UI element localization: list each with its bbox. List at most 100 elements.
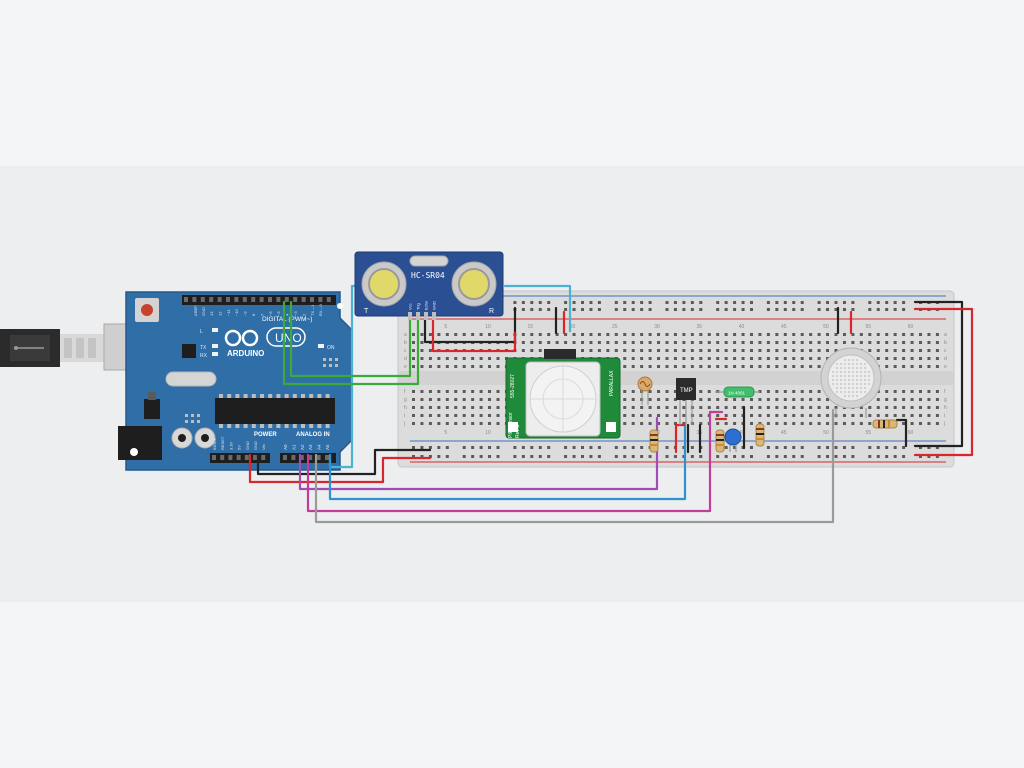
breadboard-hole[interactable] xyxy=(597,333,601,336)
breadboard-hole[interactable] xyxy=(471,422,475,425)
breadboard-hole[interactable] xyxy=(919,398,922,401)
breadboard-hole[interactable] xyxy=(800,446,804,449)
breadboard-hole[interactable] xyxy=(775,390,779,393)
breadboard-hole[interactable] xyxy=(555,341,559,344)
breadboard-hole[interactable] xyxy=(817,341,821,344)
breadboard-hole[interactable] xyxy=(927,446,931,449)
breadboard-hole[interactable] xyxy=(690,333,694,336)
breadboard-hole[interactable] xyxy=(648,365,652,368)
breadboard-hole[interactable] xyxy=(775,414,779,417)
breadboard-hole[interactable] xyxy=(471,333,475,336)
breadboard-hole[interactable] xyxy=(826,301,830,304)
breadboard-hole[interactable] xyxy=(614,341,618,344)
breadboard-hole[interactable] xyxy=(766,365,770,368)
breadboard-hole[interactable] xyxy=(581,308,584,311)
breadboard-hole[interactable] xyxy=(589,446,593,449)
breadboard-hole[interactable] xyxy=(420,455,424,458)
breadboard-hole[interactable] xyxy=(800,301,804,304)
breadboard-hole[interactable] xyxy=(792,301,796,304)
breadboard-hole[interactable] xyxy=(935,414,939,417)
breadboard-hole[interactable] xyxy=(521,308,525,311)
breadboard-hole[interactable] xyxy=(902,349,906,352)
breadboard-hole[interactable] xyxy=(885,341,889,344)
breadboard-hole[interactable] xyxy=(420,349,424,352)
breadboard-hole[interactable] xyxy=(919,455,922,458)
blue-led[interactable] xyxy=(724,428,742,452)
breadboard-hole[interactable] xyxy=(597,308,601,311)
breadboard-hole[interactable] xyxy=(462,365,466,368)
breadboard-hole[interactable] xyxy=(750,301,753,304)
breadboard-hole[interactable] xyxy=(783,365,787,368)
breadboard-hole[interactable] xyxy=(614,349,618,352)
breadboard-hole[interactable] xyxy=(623,341,627,344)
breadboard-hole[interactable] xyxy=(935,422,939,425)
breadboard-hole[interactable] xyxy=(851,414,855,417)
breadboard-hole[interactable] xyxy=(766,357,770,360)
breadboard-hole[interactable] xyxy=(665,308,669,311)
breadboard-hole[interactable] xyxy=(665,446,669,449)
breadboard-hole[interactable] xyxy=(640,406,644,409)
breadboard-hole[interactable] xyxy=(690,308,694,311)
breadboard-hole[interactable] xyxy=(648,422,652,425)
breadboard-hole[interactable] xyxy=(766,446,770,449)
breadboard-hole[interactable] xyxy=(783,390,787,393)
wire-cyan-sensor[interactable] xyxy=(503,284,572,333)
breadboard-hole[interactable] xyxy=(817,414,821,417)
breadboard-hole[interactable] xyxy=(699,422,703,425)
breadboard-hole[interactable] xyxy=(589,455,593,458)
breadboard-hole[interactable] xyxy=(648,398,652,401)
breadboard-hole[interactable] xyxy=(834,341,838,344)
breadboard-hole[interactable] xyxy=(454,390,458,393)
wire-black-gnd[interactable] xyxy=(256,448,432,476)
breadboard-hole[interactable] xyxy=(673,333,677,336)
breadboard-hole[interactable] xyxy=(665,398,669,401)
breadboard-hole[interactable] xyxy=(766,308,770,311)
breadboard-hole[interactable] xyxy=(826,308,830,311)
breadboard-hole[interactable] xyxy=(428,390,432,393)
breadboard-hole[interactable] xyxy=(572,341,576,344)
breadboard-hole[interactable] xyxy=(724,308,728,311)
breadboard-hole[interactable] xyxy=(631,422,635,425)
breadboard-hole[interactable] xyxy=(614,455,618,458)
breadboard-hole[interactable] xyxy=(428,406,432,409)
breadboard-hole[interactable] xyxy=(935,349,939,352)
breadboard-hole[interactable] xyxy=(479,422,483,425)
breadboard-hole[interactable] xyxy=(657,349,661,352)
breadboard-hole[interactable] xyxy=(910,406,914,409)
breadboard-hole[interactable] xyxy=(530,333,534,336)
breadboard-hole[interactable] xyxy=(842,341,846,344)
breadboard-hole[interactable] xyxy=(547,446,551,449)
breadboard-hole[interactable] xyxy=(809,357,813,360)
breadboard-hole[interactable] xyxy=(513,455,517,458)
breadboard-hole[interactable] xyxy=(792,349,796,352)
breadboard-hole[interactable] xyxy=(623,357,627,360)
breadboard-hole[interactable] xyxy=(766,406,770,409)
breadboard-hole[interactable] xyxy=(699,365,703,368)
breadboard-hole[interactable] xyxy=(428,414,432,417)
breadboard-hole[interactable] xyxy=(428,455,432,458)
breadboard-hole[interactable] xyxy=(783,308,787,311)
breadboard-hole[interactable] xyxy=(927,357,931,360)
breadboard-hole[interactable] xyxy=(758,414,762,417)
breadboard-hole[interactable] xyxy=(724,414,728,417)
breadboard-hole[interactable] xyxy=(665,349,669,352)
breadboard-hole[interactable] xyxy=(775,357,779,360)
breadboard-hole[interactable] xyxy=(479,390,483,393)
breadboard-hole[interactable] xyxy=(699,414,703,417)
diode[interactable]: 1N 4001 xyxy=(715,386,760,398)
breadboard-hole[interactable] xyxy=(809,390,813,393)
breadboard-hole[interactable] xyxy=(462,414,466,417)
breadboard-hole[interactable] xyxy=(766,398,770,401)
breadboard-hole[interactable] xyxy=(800,365,804,368)
wire-red-rail-loop[interactable] xyxy=(913,307,974,457)
breadboard-hole[interactable] xyxy=(741,365,745,368)
breadboard-hole[interactable] xyxy=(462,333,466,336)
breadboard-hole[interactable] xyxy=(834,301,838,304)
breadboard-hole[interactable] xyxy=(589,349,593,352)
breadboard-hole[interactable] xyxy=(572,301,576,304)
breadboard-hole[interactable] xyxy=(462,357,466,360)
breadboard-hole[interactable] xyxy=(530,341,534,344)
breadboard-hole[interactable] xyxy=(834,446,838,449)
breadboard-hole[interactable] xyxy=(716,357,720,360)
breadboard-hole[interactable] xyxy=(919,365,922,368)
